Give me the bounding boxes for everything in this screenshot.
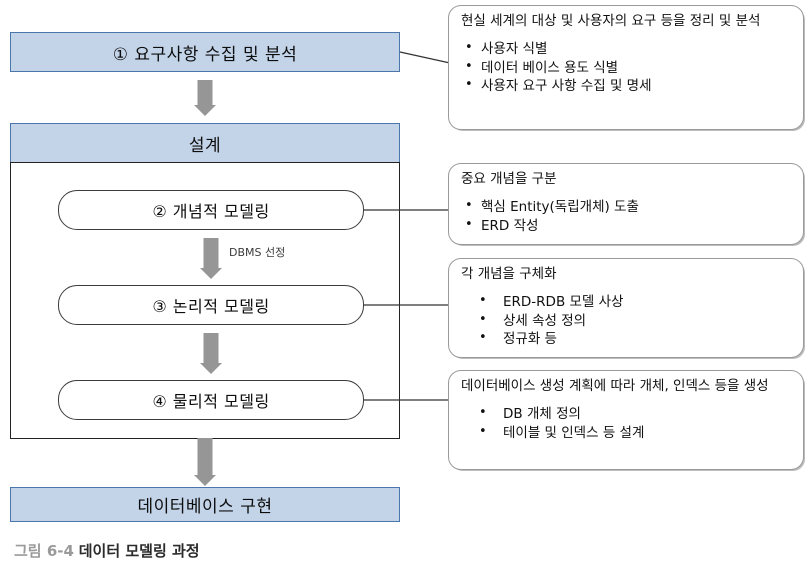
- list-item: 핵심 Entity(독립개체) 도출: [461, 198, 793, 216]
- list-item: 데이터 베이스 용도 식별: [461, 59, 793, 77]
- arrow-conceptual-to-logical: [189, 238, 233, 280]
- list-item: 테이블 및 인덱스 등 설계: [461, 424, 793, 442]
- figure-caption: 그림 6-4 데이터 모델링 과정: [14, 540, 200, 561]
- figure-caption-number: 그림 6-4: [14, 542, 74, 560]
- process-step-logical-label: ③ 논리적 모델링: [152, 297, 270, 316]
- callout-conceptual-list: 핵심 Entity(독립개체) 도출 ERD 작성: [461, 198, 793, 235]
- callout-physical-list: DB 개체 정의 테이블 및 인덱스 등 설계: [461, 405, 793, 442]
- callout-logical[interactable]: 각 개념을 구체화 ERD-RDB 모델 사상 상세 속성 정의 정규화 등: [448, 258, 804, 358]
- callout-logical-lead: 각 개념을 구체화: [461, 266, 557, 282]
- callout-conceptual[interactable]: 중요 개념을 구분 핵심 Entity(독립개체) 도출 ERD 작성: [448, 163, 804, 245]
- callout-requirements-lead: 현실 세계의 대상 및 사용자의 요구 등을 정리 및 분석: [461, 13, 761, 29]
- arrow-requirements-to-design: [183, 80, 227, 116]
- figure-caption-title: 데이터 모델링 과정: [78, 542, 200, 560]
- callout-physical-lead: 데이터베이스 생성 계획에 따라 개체, 인덱스 등을 생성: [461, 378, 769, 394]
- callout-conceptual-lead: 중요 개념을 구분: [461, 171, 557, 187]
- callout-logical-list: ERD-RDB 모델 사상 상세 속성 정의 정규화 등: [461, 293, 793, 348]
- list-item: ERD 작성: [461, 217, 793, 235]
- list-item: DB 개체 정의: [461, 405, 793, 423]
- process-step-conceptual-label: ② 개념적 모델링: [152, 202, 270, 221]
- process-step-design-label: 설계: [188, 135, 222, 156]
- process-step-design-header[interactable]: 설계: [10, 123, 400, 163]
- list-item: 상세 속성 정의: [461, 312, 793, 330]
- callout-requirements[interactable]: 현실 세계의 대상 및 사용자의 요구 등을 정리 및 분석 사용자 식별 데이…: [448, 5, 804, 130]
- process-step-requirements[interactable]: ① 요구사항 수집 및 분석: [10, 32, 400, 72]
- process-step-logical-modeling[interactable]: ③ 논리적 모델링: [58, 285, 364, 325]
- list-item: 사용자 식별: [461, 40, 793, 58]
- arrow-logical-to-physical: [189, 333, 233, 375]
- process-step-conceptual-modeling[interactable]: ② 개념적 모델링: [58, 190, 364, 230]
- callout-requirements-list: 사용자 식별 데이터 베이스 용도 식별 사용자 요구 사항 수집 및 명세: [461, 40, 793, 95]
- process-step-database-implementation[interactable]: 데이터베이스 구현: [10, 487, 400, 522]
- arrow-design-to-implementation: [183, 438, 227, 488]
- leader-line-requirements: [399, 51, 451, 64]
- process-step-physical-modeling[interactable]: ④ 물리적 모델링: [58, 380, 364, 420]
- callout-physical[interactable]: 데이터베이스 생성 계획에 따라 개체, 인덱스 등을 생성 DB 개체 정의 …: [448, 370, 804, 470]
- process-step-physical-label: ④ 물리적 모델링: [152, 392, 270, 411]
- process-step-implementation-label: 데이터베이스 구현: [137, 497, 273, 517]
- list-item: 정규화 등: [461, 330, 793, 348]
- process-step-requirements-label: ① 요구사항 수집 및 분석: [112, 44, 298, 65]
- list-item: 사용자 요구 사항 수집 및 명세: [461, 77, 793, 95]
- list-item: ERD-RDB 모델 사상: [461, 293, 793, 311]
- connector-label-dbms: DBMS 선정: [229, 246, 286, 259]
